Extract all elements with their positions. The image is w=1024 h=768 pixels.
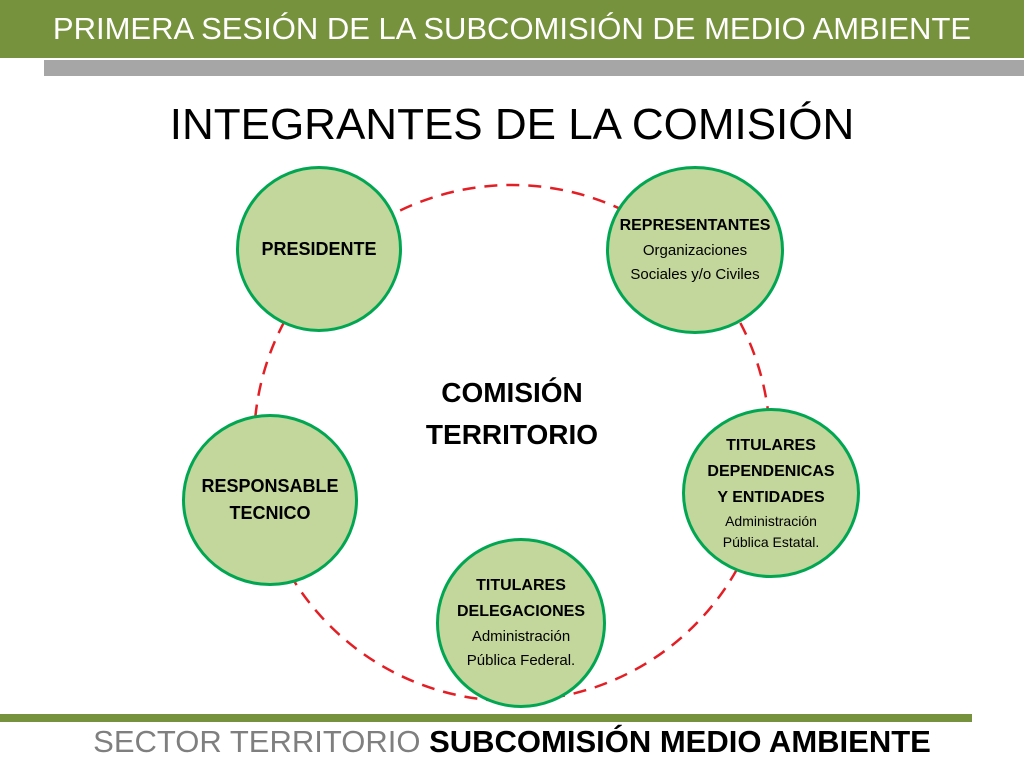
node-presidente: PRESIDENTE [236, 166, 402, 332]
header-bar [0, 0, 1024, 58]
node-representantes: REPRESENTANTES Organizaciones Sociales y… [606, 166, 784, 334]
node-titulares-delegaciones: TITULARES DELEGACIONES Administración Pú… [436, 538, 606, 708]
node-responsable-title2: TECNICO [229, 503, 311, 523]
page-title: INTEGRANTES DE LA COMISIÓN [169, 100, 855, 149]
node-representantes-sub1: Organizaciones [642, 242, 748, 259]
node-titulares-dependencias: TITULARES DEPENDENICAS Y ENTIDADES Admin… [682, 408, 860, 578]
header-stripe [44, 60, 1024, 76]
node-representantes-title: REPRESENTANTES [619, 217, 771, 234]
header-title: PRIMERA SESIÓN DE LA SUBCOMISIÓN DE MEDI… [52, 11, 972, 46]
node-representantes-sub2: Sociales y/o Civiles [630, 266, 760, 283]
footer-text: SECTOR TERRITORIO SUBCOMISIÓN MEDIO AMBI… [0, 722, 1024, 762]
node-responsable: RESPONSABLE TECNICO [182, 414, 358, 586]
center-label: COMISIÓN TERRITORIO [380, 372, 644, 456]
footer-line [0, 714, 972, 722]
node-delegaciones-sub1: Administración [471, 628, 571, 645]
node-dependencias-title3: Y ENTIDADES [717, 489, 825, 506]
center-label-line1: COMISIÓN [441, 377, 583, 408]
node-dependencias-title2: DEPENDENICAS [707, 463, 835, 480]
node-delegaciones-sub2: Pública Federal. [466, 652, 576, 669]
node-delegaciones-title2: DELEGACIONES [456, 603, 585, 620]
center-label-line2: TERRITORIO [425, 419, 599, 450]
node-delegaciones-title1: TITULARES [476, 577, 566, 594]
node-responsable-title1: RESPONSABLE [201, 476, 339, 496]
footer-part2: SUBCOMISIÓN MEDIO AMBIENTE [429, 724, 931, 759]
footer-part1: SECTOR TERRITORIO [93, 724, 430, 759]
node-dependencias-title1: TITULARES [726, 437, 816, 454]
node-presidente-title: PRESIDENTE [261, 238, 377, 259]
node-dependencias-sub2: Pública Estatal. [722, 534, 820, 550]
node-dependencias-sub1: Administración [725, 513, 817, 529]
